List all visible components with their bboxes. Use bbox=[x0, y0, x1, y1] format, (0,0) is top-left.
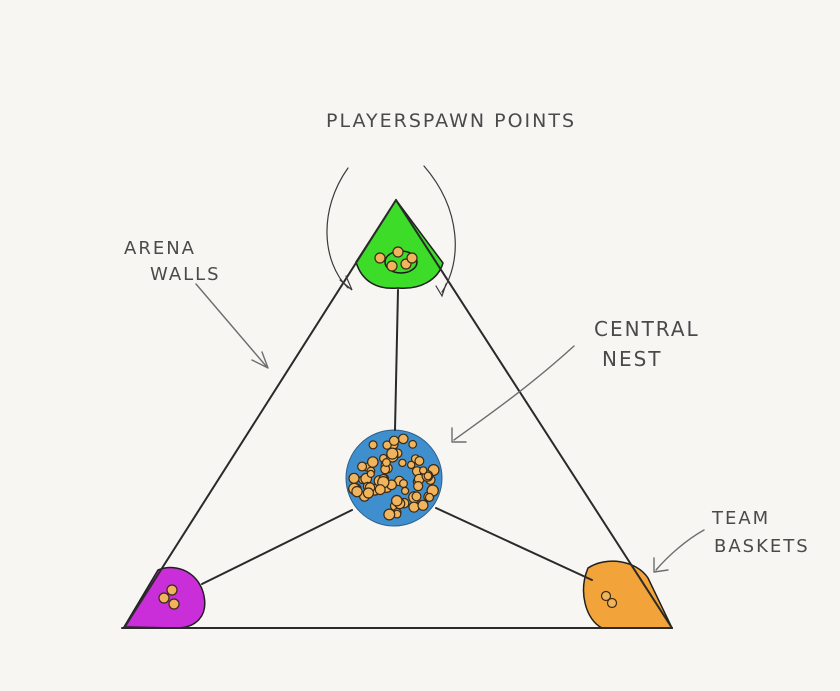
nest-seed bbox=[366, 456, 379, 468]
team-baskets-label-line1: TEAM bbox=[711, 508, 770, 529]
central-nest-label-line2: NEST bbox=[602, 347, 663, 371]
nest-seed bbox=[366, 469, 375, 478]
nest-seed bbox=[383, 508, 396, 521]
nest-seed bbox=[386, 447, 399, 460]
baskets-arrow bbox=[655, 529, 705, 571]
team-baskets-label-line2: BASKETS bbox=[714, 536, 810, 557]
arena-walls-label-line1: ARENA bbox=[124, 238, 196, 259]
nest-seed bbox=[424, 492, 435, 502]
nest-seed bbox=[413, 481, 424, 492]
seed bbox=[166, 584, 178, 596]
spawn-point-arcs bbox=[326, 165, 456, 298]
walls-arrow bbox=[195, 283, 267, 367]
seed bbox=[168, 598, 180, 610]
seed bbox=[392, 246, 404, 258]
nest-seed bbox=[374, 484, 386, 496]
seed bbox=[600, 590, 612, 602]
nest-seed bbox=[362, 487, 374, 499]
nest-seed bbox=[348, 472, 360, 484]
central-nest-label-line1: CENTRAL bbox=[594, 317, 700, 341]
spawn-points-label: PLAYERSPAWN POINTS bbox=[326, 110, 576, 132]
baskets-arrowhead bbox=[653, 557, 669, 573]
nest-seed bbox=[401, 486, 410, 495]
nest-seed bbox=[368, 440, 378, 450]
seed bbox=[374, 252, 386, 264]
nest-seed bbox=[398, 458, 407, 468]
nest-seed bbox=[423, 471, 433, 481]
nest-seed bbox=[381, 458, 391, 468]
nest-seed bbox=[388, 435, 400, 446]
nest-arrowhead bbox=[451, 427, 467, 443]
seed bbox=[386, 260, 398, 272]
nest-seed bbox=[407, 460, 416, 470]
nest-seed bbox=[399, 479, 409, 489]
seed bbox=[406, 252, 418, 264]
nest-seed bbox=[419, 466, 428, 475]
nest-seed bbox=[408, 501, 420, 513]
annotation-arrows bbox=[195, 283, 705, 573]
nest-seed bbox=[411, 491, 422, 502]
arena-walls-label-line2: WALLS bbox=[150, 264, 221, 285]
nest-seed bbox=[390, 494, 403, 507]
central-nest bbox=[345, 429, 443, 527]
nest-seed bbox=[351, 485, 363, 498]
nest-arrow bbox=[453, 345, 575, 441]
seed bbox=[158, 592, 170, 604]
nest-seed bbox=[357, 461, 368, 472]
arena-walls bbox=[121, 199, 673, 629]
purple-team-base bbox=[122, 566, 206, 629]
seed bbox=[606, 597, 618, 609]
nest-seed bbox=[408, 439, 418, 449]
nest-seed bbox=[397, 433, 409, 445]
nest-seed bbox=[417, 499, 429, 511]
nest-seed bbox=[414, 456, 425, 467]
inner-paths bbox=[201, 289, 593, 585]
green-team-base bbox=[355, 198, 444, 290]
walls-arrowhead bbox=[251, 351, 269, 369]
